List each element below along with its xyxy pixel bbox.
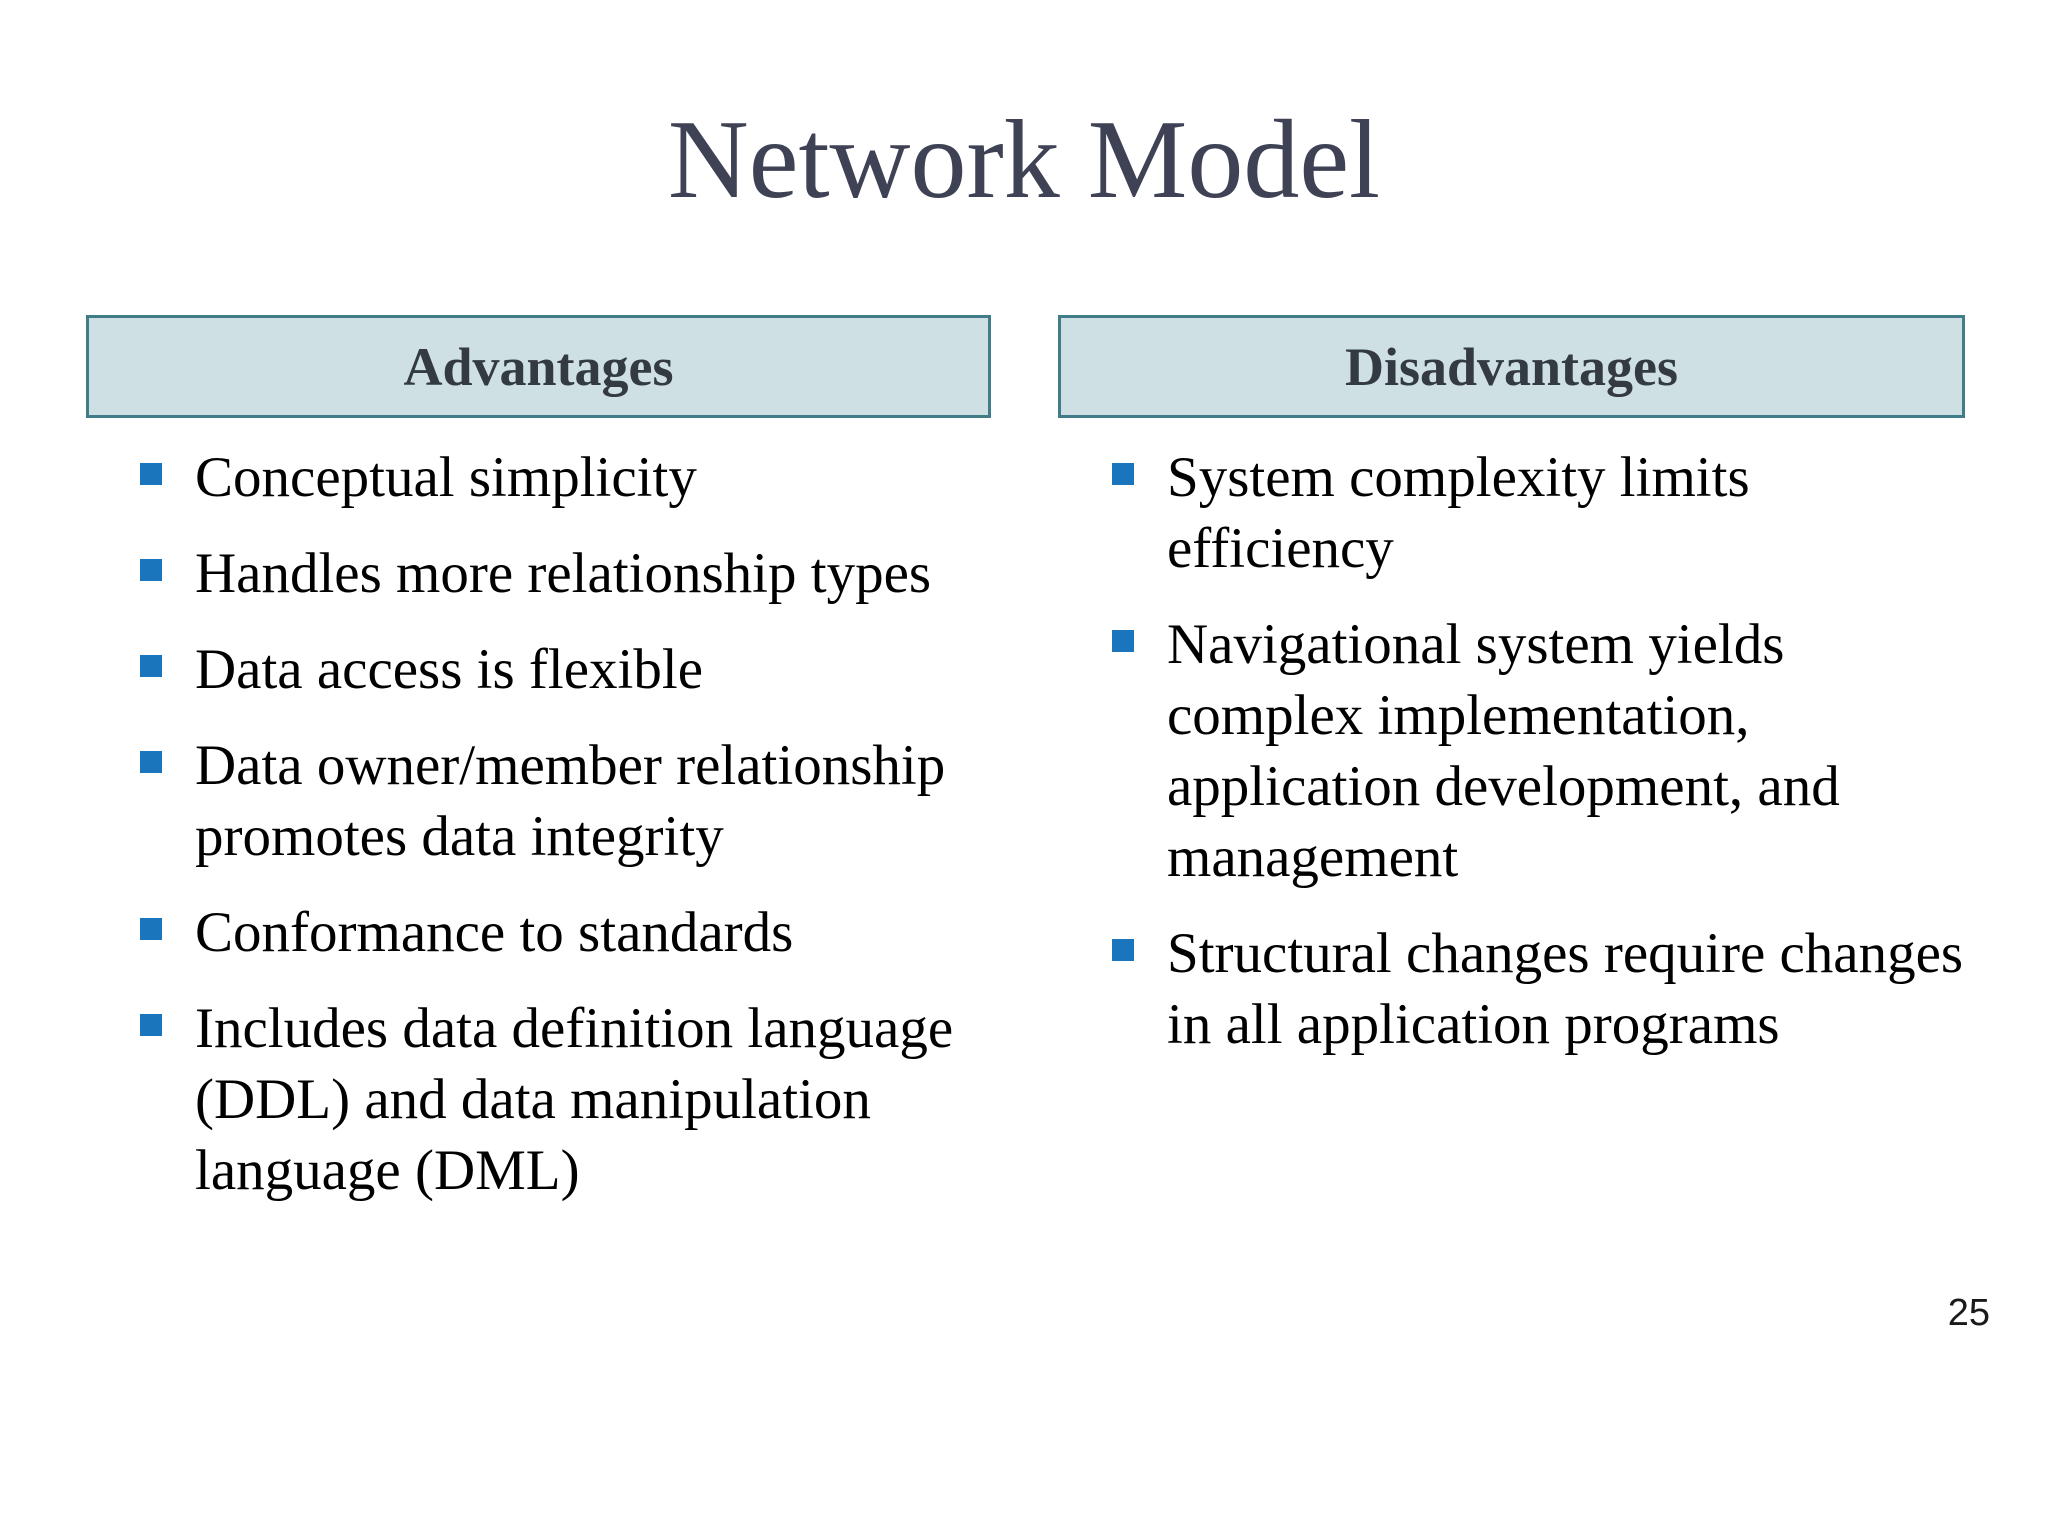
list-item-text: Navigational system yields complex imple…: [1167, 613, 1840, 889]
page-number: 25: [1947, 1292, 1990, 1334]
list-item: Data owner/member relationship promotes …: [140, 730, 991, 872]
advantages-list: Conceptual simplicity Handles more relat…: [86, 442, 991, 1206]
advantages-header-label: Advantages: [403, 336, 674, 397]
advantages-column: Advantages Conceptual simplicity Handles…: [86, 315, 991, 1231]
disadvantages-header: Disadvantages: [1058, 315, 1965, 418]
list-item: System complexity limits efficiency: [1112, 442, 1965, 584]
bullet-square-icon: [140, 559, 162, 581]
list-item: Navigational system yields complex imple…: [1112, 609, 1965, 893]
bullet-square-icon: [140, 463, 162, 485]
disadvantages-header-label: Disadvantages: [1344, 336, 1679, 397]
list-item: Data access is flexible: [140, 634, 991, 705]
bullet-square-icon: [1112, 463, 1134, 485]
bullet-square-icon: [140, 751, 162, 773]
list-item-text: Handles more relationship types: [195, 542, 932, 605]
list-item: Structural changes require changes in al…: [1112, 918, 1965, 1060]
list-item: Conformance to standards: [140, 897, 991, 968]
bullet-square-icon: [140, 655, 162, 677]
slide-title: Network Model: [667, 98, 1381, 222]
bullet-square-icon: [140, 1014, 162, 1036]
list-item: Handles more relationship types: [140, 538, 991, 609]
bullet-square-icon: [1112, 630, 1134, 652]
list-item-text: System complexity limits efficiency: [1167, 446, 1750, 580]
advantages-header: Advantages: [86, 315, 991, 418]
list-item: Conceptual simplicity: [140, 442, 991, 513]
list-item-text: Data owner/member relationship promotes …: [195, 734, 946, 868]
list-item-text: Conceptual simplicity: [195, 446, 697, 509]
bullet-square-icon: [1112, 939, 1134, 961]
list-item-text: Conformance to standards: [195, 901, 794, 964]
bullet-square-icon: [140, 918, 162, 940]
list-item-text: Data access is flexible: [195, 638, 704, 701]
disadvantages-list: System complexity limits efficiency Navi…: [1058, 442, 1965, 1060]
list-item: Includes data definition language (DDL) …: [140, 993, 991, 1206]
disadvantages-column: Disadvantages System complexity limits e…: [1058, 315, 1965, 1085]
list-item-text: Structural changes require changes in al…: [1167, 922, 1964, 1056]
list-item-text: Includes data definition language (DDL) …: [195, 997, 954, 1202]
